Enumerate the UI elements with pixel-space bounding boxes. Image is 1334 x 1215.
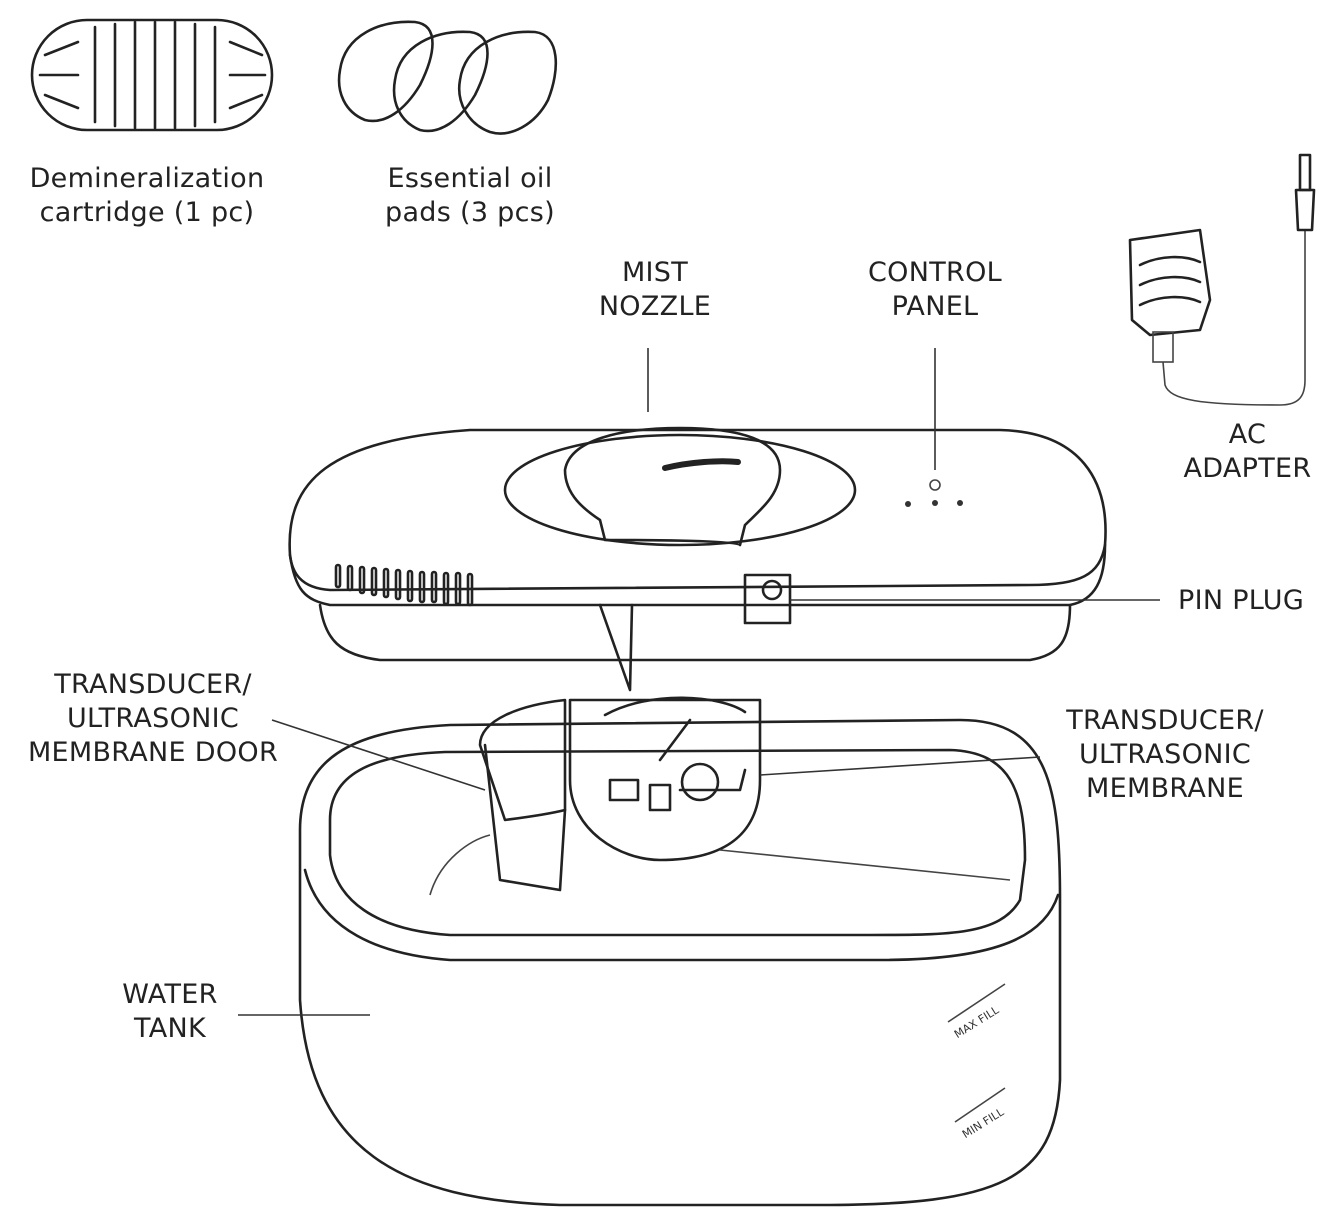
transducer-assembly-drawing	[478, 696, 762, 892]
min-fill-mark	[954, 1087, 1006, 1123]
membrane-label: TRANSDUCER/ ULTRASONIC MEMBRANE	[1066, 705, 1264, 804]
ac-adapter-icon	[1128, 153, 1316, 406]
water-tank-label: WATER TANK	[122, 979, 218, 1044]
essential-oil-pads-icon	[337, 20, 558, 135]
membrane-door-label: TRANSDUCER/ ULTRASONIC MEMBRANE DOOR	[27, 669, 279, 768]
leader-lines	[238, 348, 1160, 1016]
pin-plug-label: PIN PLUG	[1178, 585, 1305, 616]
mist-nozzle-label: MIST NOZZLE	[598, 257, 712, 322]
control-panel-label: CONTROL PANEL	[868, 257, 1002, 322]
oil-pads-label: Essential oil pads (3 pcs)	[385, 163, 555, 228]
max-fill-mark	[947, 983, 1006, 1023]
humidifier-lid-drawing	[288, 426, 1107, 692]
demineralization-cartridge-icon	[30, 18, 274, 132]
water-tank-drawing	[298, 718, 1062, 1207]
cartridge-label: Demineralization cartridge (1 pc)	[29, 163, 265, 228]
ac-adapter-label: AC ADAPTER	[1183, 419, 1312, 484]
